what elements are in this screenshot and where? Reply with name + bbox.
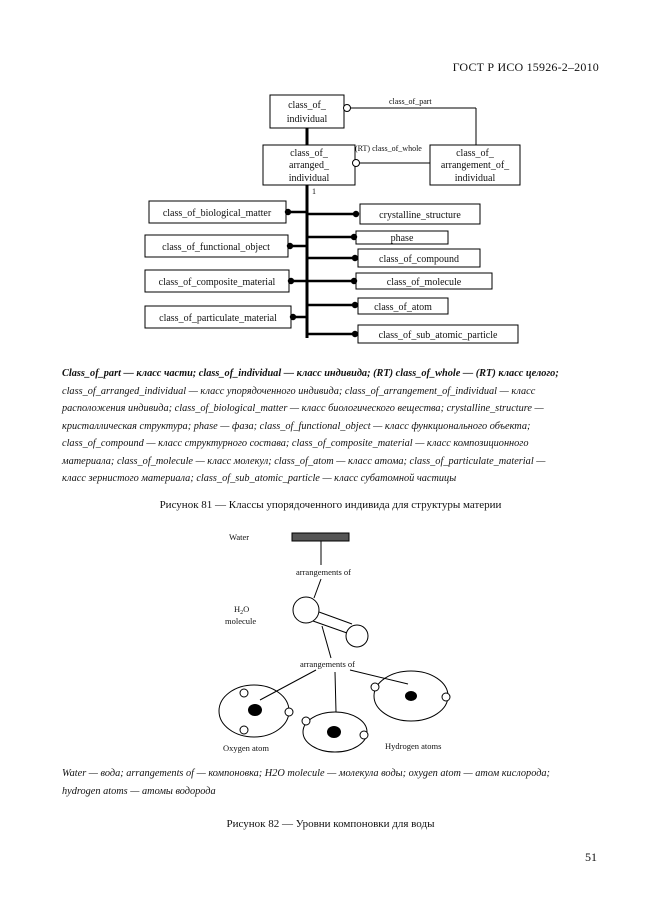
figure-82-legend: Water — вода; arrangements of — компонов…: [62, 765, 602, 800]
rel-cardinality: 1: [312, 187, 316, 196]
label-water: Water: [229, 532, 249, 542]
figure-81-caption: Рисунок 81 — Классы упорядоченного индив…: [159, 499, 502, 511]
label-molecule: class_of_molecule: [387, 277, 462, 288]
box-class-of-arrangement-of-individual: [429, 144, 521, 186]
rel-class-of-part: class_of_part: [389, 97, 432, 106]
label-biological-matter: class_of_biological_matter: [163, 208, 272, 219]
label-particulate-material: class_of_particulate_material: [159, 313, 277, 324]
rel-class-of-whole: (RT) class_of_whole: [355, 144, 422, 153]
label-sub-atomic-particle: class_of_sub_atomic_particle: [379, 330, 498, 341]
label-coaoi-2: arrangement_of_: [441, 160, 510, 171]
label-oxygen-atom: Oxygen atom: [223, 743, 269, 753]
figure-82-diagram: Water arrangements of H2O molecule arran…: [218, 532, 451, 753]
label-crystalline-structure: crystalline_structure: [379, 210, 461, 221]
label-composite-material: class_of_composite_material: [159, 277, 276, 288]
label-phase: phase: [391, 233, 414, 244]
legend-81-line: class_of_arranged_individual — класс упо…: [62, 385, 536, 397]
label-coai-1: class_of_: [290, 148, 329, 159]
label-arrangements-of-1: arrangements of: [296, 567, 351, 577]
label-h2o-line2: molecule: [225, 616, 256, 626]
label-coaoi-3: individual: [455, 173, 496, 184]
figure-81-legend: Class_of_part — класс части; class_of_in…: [62, 365, 602, 488]
legend-81-line: class_of_compound — класс структурного с…: [62, 438, 529, 449]
legend-81-line: класс зернистого материала; class_of_sub…: [62, 473, 457, 484]
legend-81-line: кристаллическая структура; phase — фаза;…: [62, 420, 531, 432]
legend-81-line: Class_of_part — класс части; class_of_in…: [62, 368, 559, 379]
water-bar: [291, 532, 350, 542]
label-coi-2: individual: [287, 114, 328, 125]
box-crystalline-structure: [359, 203, 481, 225]
label-arrangements-of-2: arrangements of: [300, 659, 355, 669]
legend-82-line: Water — вода; arrangements of — компонов…: [62, 768, 550, 779]
label-h2o-line1: H2O: [234, 604, 249, 616]
standard-header: ГОСТ Р ИСО 15926-2–2010: [452, 60, 599, 74]
label-coaoi-1: class_of_: [456, 148, 495, 159]
legend-81-line: материала; class_of_molecule — класс мол…: [62, 455, 546, 467]
label-coi-1: class_of_: [288, 100, 327, 111]
label-coai-2: arranged_: [289, 160, 330, 171]
legend-81-line: расположения индивида; class_of_biologic…: [62, 403, 544, 414]
page-number: 51: [585, 850, 597, 864]
figure-82-caption: Рисунок 82 — Уровни компоновки для воды: [226, 818, 435, 830]
legend-82-line: hydrogen atoms — атомы водорода: [62, 785, 216, 797]
label-coai-3: individual: [289, 173, 330, 184]
label-hydrogen-atoms: Hydrogen atoms: [385, 741, 441, 751]
label-functional-object: class_of_functional_object: [162, 242, 270, 253]
label-atom: class_of_atom: [374, 302, 432, 313]
label-compound: class_of_compound: [379, 254, 459, 265]
